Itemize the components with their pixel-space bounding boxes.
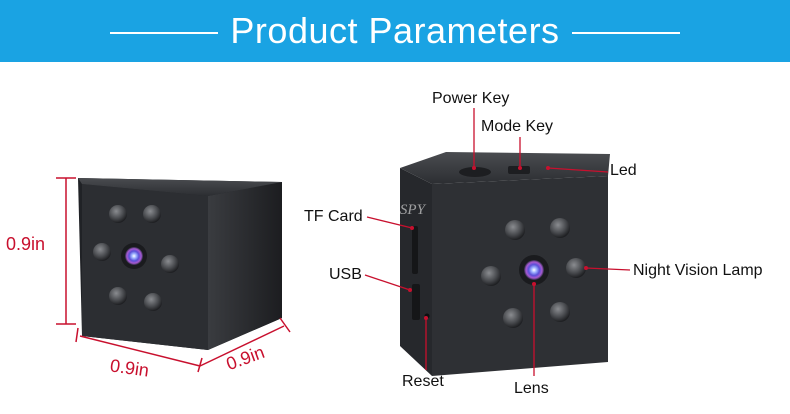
reset-label: Reset xyxy=(402,373,444,390)
banner-rule-right xyxy=(572,32,680,34)
banner-rule-left xyxy=(110,32,218,34)
led-label: Led xyxy=(610,162,637,179)
usb-port xyxy=(412,284,420,320)
left-lens xyxy=(125,247,143,265)
dimension-lines xyxy=(56,177,291,373)
right-camera-cube xyxy=(400,152,610,376)
mode-key-label: Mode Key xyxy=(481,118,554,135)
right-lens xyxy=(524,260,544,280)
mode-button xyxy=(508,166,530,174)
watermark: YTS SPY xyxy=(372,202,427,218)
power-key-label: Power Key xyxy=(432,90,510,107)
night-vision-lamp-label: Night Vision Lamp xyxy=(633,262,763,279)
power-button xyxy=(459,167,491,177)
left-camera-cube xyxy=(78,178,282,350)
tf-card-label: TF Card xyxy=(304,208,363,225)
height-dimension-label: 0.9in xyxy=(6,234,46,254)
usb-label: USB xyxy=(329,266,362,283)
header-banner: Product Parameters xyxy=(0,0,790,62)
lens-label: Lens xyxy=(514,380,549,397)
callout-leaders xyxy=(364,108,631,376)
right-ir-leds xyxy=(481,218,586,328)
left-ir-leds xyxy=(93,205,179,311)
page-title: Product Parameters xyxy=(230,10,560,51)
callout-endpoints xyxy=(408,166,588,320)
tf-card-slot xyxy=(412,226,418,274)
